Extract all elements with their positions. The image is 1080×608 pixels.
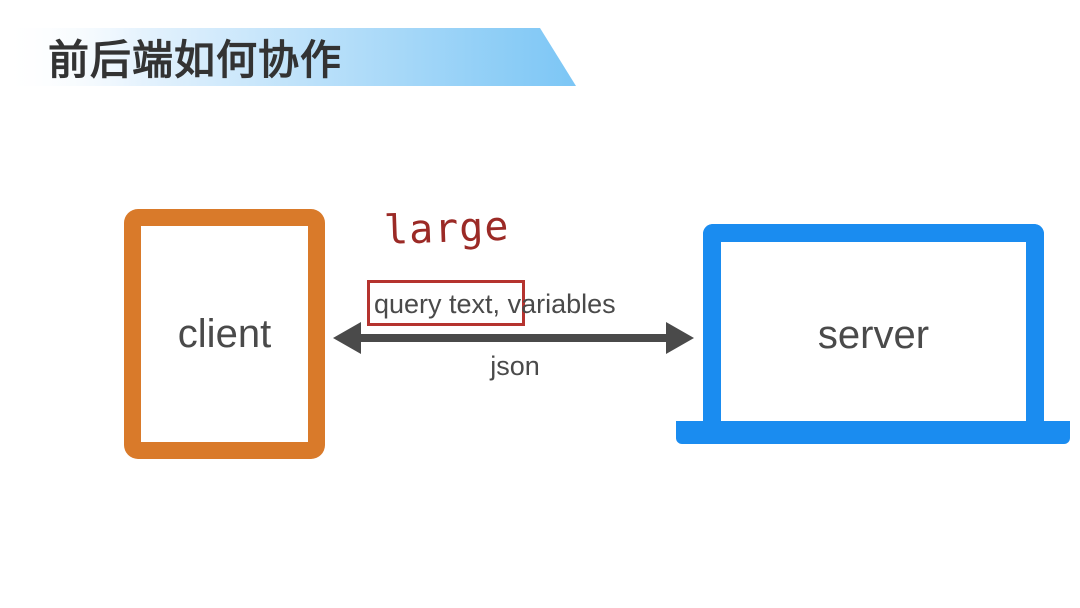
title-banner-shape xyxy=(0,28,576,86)
query-text-highlight xyxy=(367,280,525,326)
server-label: server xyxy=(817,313,930,357)
request-rest-text: variables xyxy=(500,289,616,319)
server-laptop-base xyxy=(676,421,1070,444)
response-label: json xyxy=(490,351,540,381)
client-device-icon xyxy=(124,209,325,459)
request-highlighted-text: query text, xyxy=(374,289,501,319)
server-laptop-icon xyxy=(703,224,1044,430)
title-banner xyxy=(0,28,576,86)
page-title: 前后端如何协作 xyxy=(48,36,342,84)
client-label: client xyxy=(177,312,272,356)
handwritten-annotation: large xyxy=(383,203,511,254)
request-label: query text, variables xyxy=(374,288,616,320)
